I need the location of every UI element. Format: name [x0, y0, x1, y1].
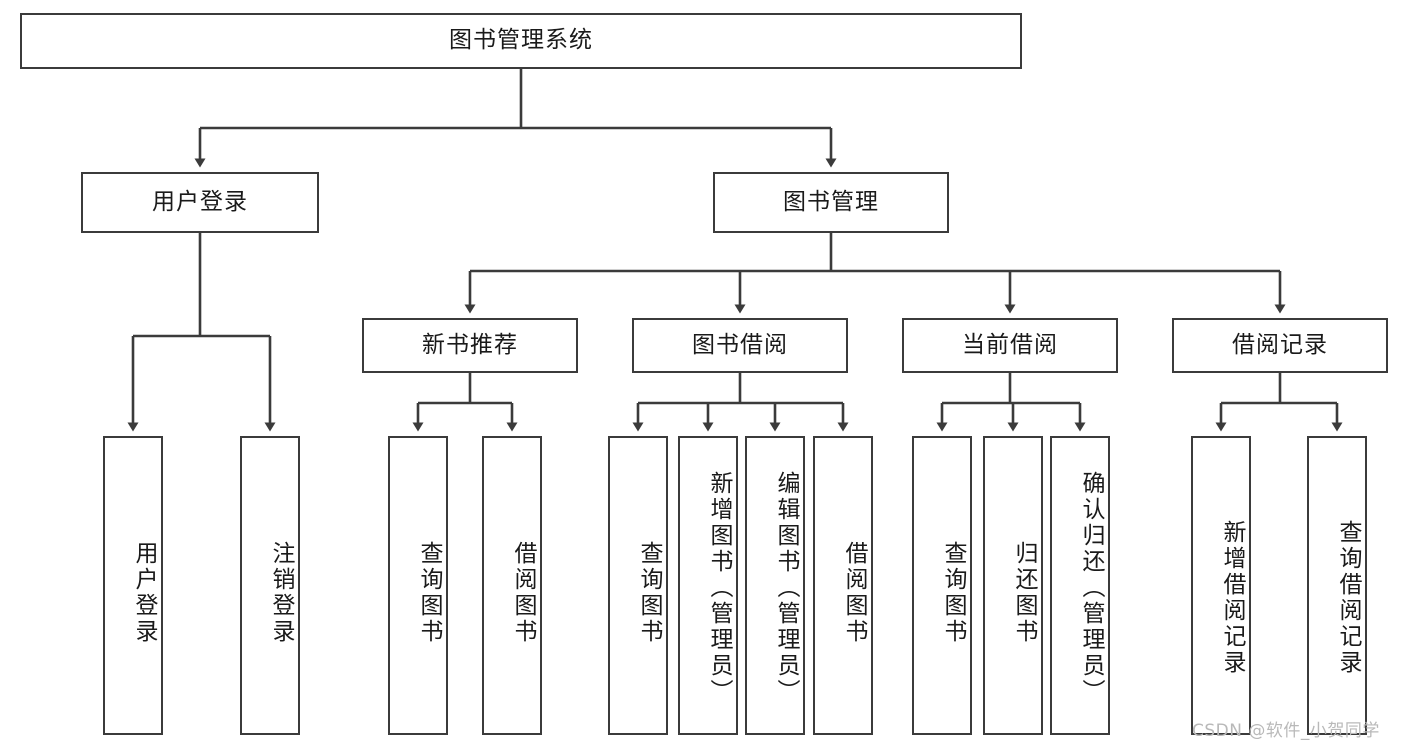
node-book-manage[interactable]: 图书管理: [713, 172, 949, 233]
watermark-text: CSDN @软件_小贺同学: [1192, 721, 1380, 741]
node-leaf-edit-book-label: 编辑图书（管理员）: [773, 470, 799, 705]
node-leaf-user-login-label: 用户登录: [131, 540, 157, 645]
node-leaf-borrow-book-2-label: 借阅图书: [841, 540, 867, 645]
node-current-borrow[interactable]: 当前借阅: [902, 318, 1118, 373]
node-root[interactable]: 图书管理系统: [20, 13, 1022, 69]
node-leaf-add-book-label: 新增图书（管理员）: [706, 470, 732, 705]
node-leaf-return-book-label: 归还图书: [1011, 540, 1037, 645]
node-borrow-record[interactable]: 借阅记录: [1172, 318, 1388, 373]
node-leaf-borrow-book-1[interactable]: 借阅图书: [482, 436, 542, 735]
node-new-book-rec[interactable]: 新书推荐: [362, 318, 578, 373]
node-leaf-borrow-book-2[interactable]: 借阅图书: [813, 436, 873, 735]
node-leaf-query-book-2[interactable]: 查询图书: [608, 436, 668, 735]
node-leaf-user-logout-label: 注销登录: [268, 540, 294, 645]
node-current-borrow-label: 当前借阅: [962, 331, 1058, 358]
node-user-login[interactable]: 用户登录: [81, 172, 319, 233]
node-new-book-rec-label: 新书推荐: [422, 331, 518, 358]
node-book-borrow-label: 图书借阅: [692, 331, 788, 358]
node-leaf-add-book[interactable]: 新增图书（管理员）: [678, 436, 738, 735]
node-leaf-return-book[interactable]: 归还图书: [983, 436, 1043, 735]
node-root-label: 图书管理系统: [449, 27, 593, 54]
node-borrow-record-label: 借阅记录: [1232, 331, 1328, 358]
node-leaf-query-book-1[interactable]: 查询图书: [388, 436, 448, 735]
node-leaf-confirm-return-label: 确认归还（管理员）: [1078, 470, 1104, 705]
node-leaf-query-book-2-label: 查询图书: [636, 540, 662, 645]
node-leaf-query-book-3[interactable]: 查询图书: [912, 436, 972, 735]
node-leaf-borrow-book-1-label: 借阅图书: [510, 540, 536, 645]
node-leaf-edit-book[interactable]: 编辑图书（管理员）: [745, 436, 805, 735]
node-leaf-add-record[interactable]: 新增借阅记录: [1191, 436, 1251, 735]
node-leaf-query-book-3-label: 查询图书: [940, 540, 966, 645]
node-leaf-add-record-label: 新增借阅记录: [1219, 519, 1245, 676]
node-leaf-user-login[interactable]: 用户登录: [103, 436, 163, 735]
node-leaf-user-logout[interactable]: 注销登录: [240, 436, 300, 735]
node-leaf-query-book-1-label: 查询图书: [416, 540, 442, 645]
watermark: CSDN @软件_小贺同学: [1192, 716, 1380, 741]
node-leaf-confirm-return[interactable]: 确认归还（管理员）: [1050, 436, 1110, 735]
node-leaf-query-record-label: 查询借阅记录: [1335, 519, 1361, 676]
node-book-borrow[interactable]: 图书借阅: [632, 318, 848, 373]
node-user-login-label: 用户登录: [152, 188, 248, 215]
node-leaf-query-record[interactable]: 查询借阅记录: [1307, 436, 1367, 735]
node-book-manage-label: 图书管理: [783, 188, 879, 215]
